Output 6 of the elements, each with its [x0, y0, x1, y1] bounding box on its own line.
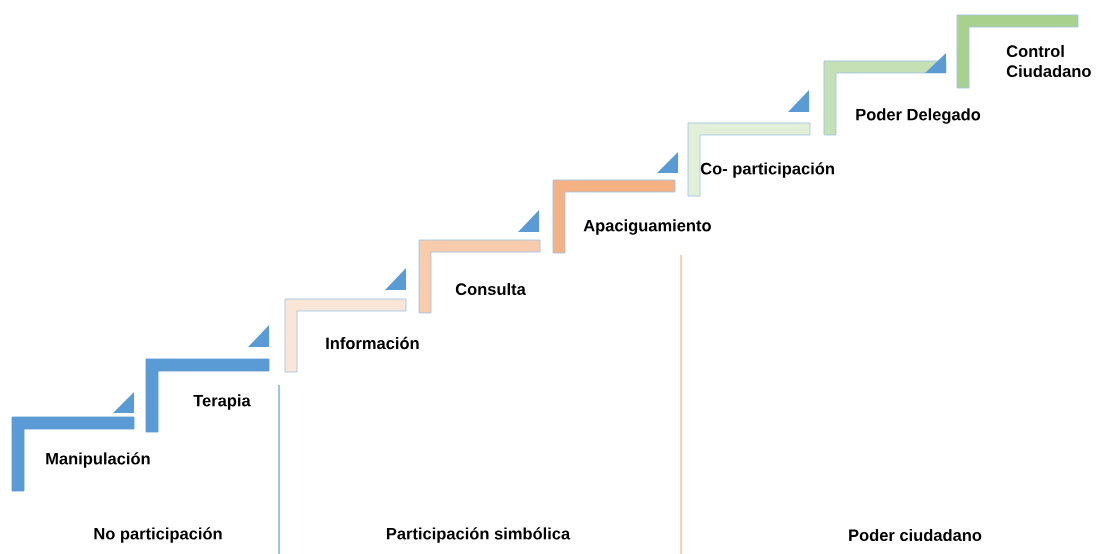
stair-step: Consulta — [418, 210, 541, 314]
stair-step: Terapia — [145, 325, 270, 433]
section-label: Participación simbólica — [386, 527, 571, 543]
stair-step: Información — [284, 268, 419, 373]
section-label: Poder ciudadano — [849, 528, 982, 542]
section-label: No participación — [94, 527, 222, 543]
